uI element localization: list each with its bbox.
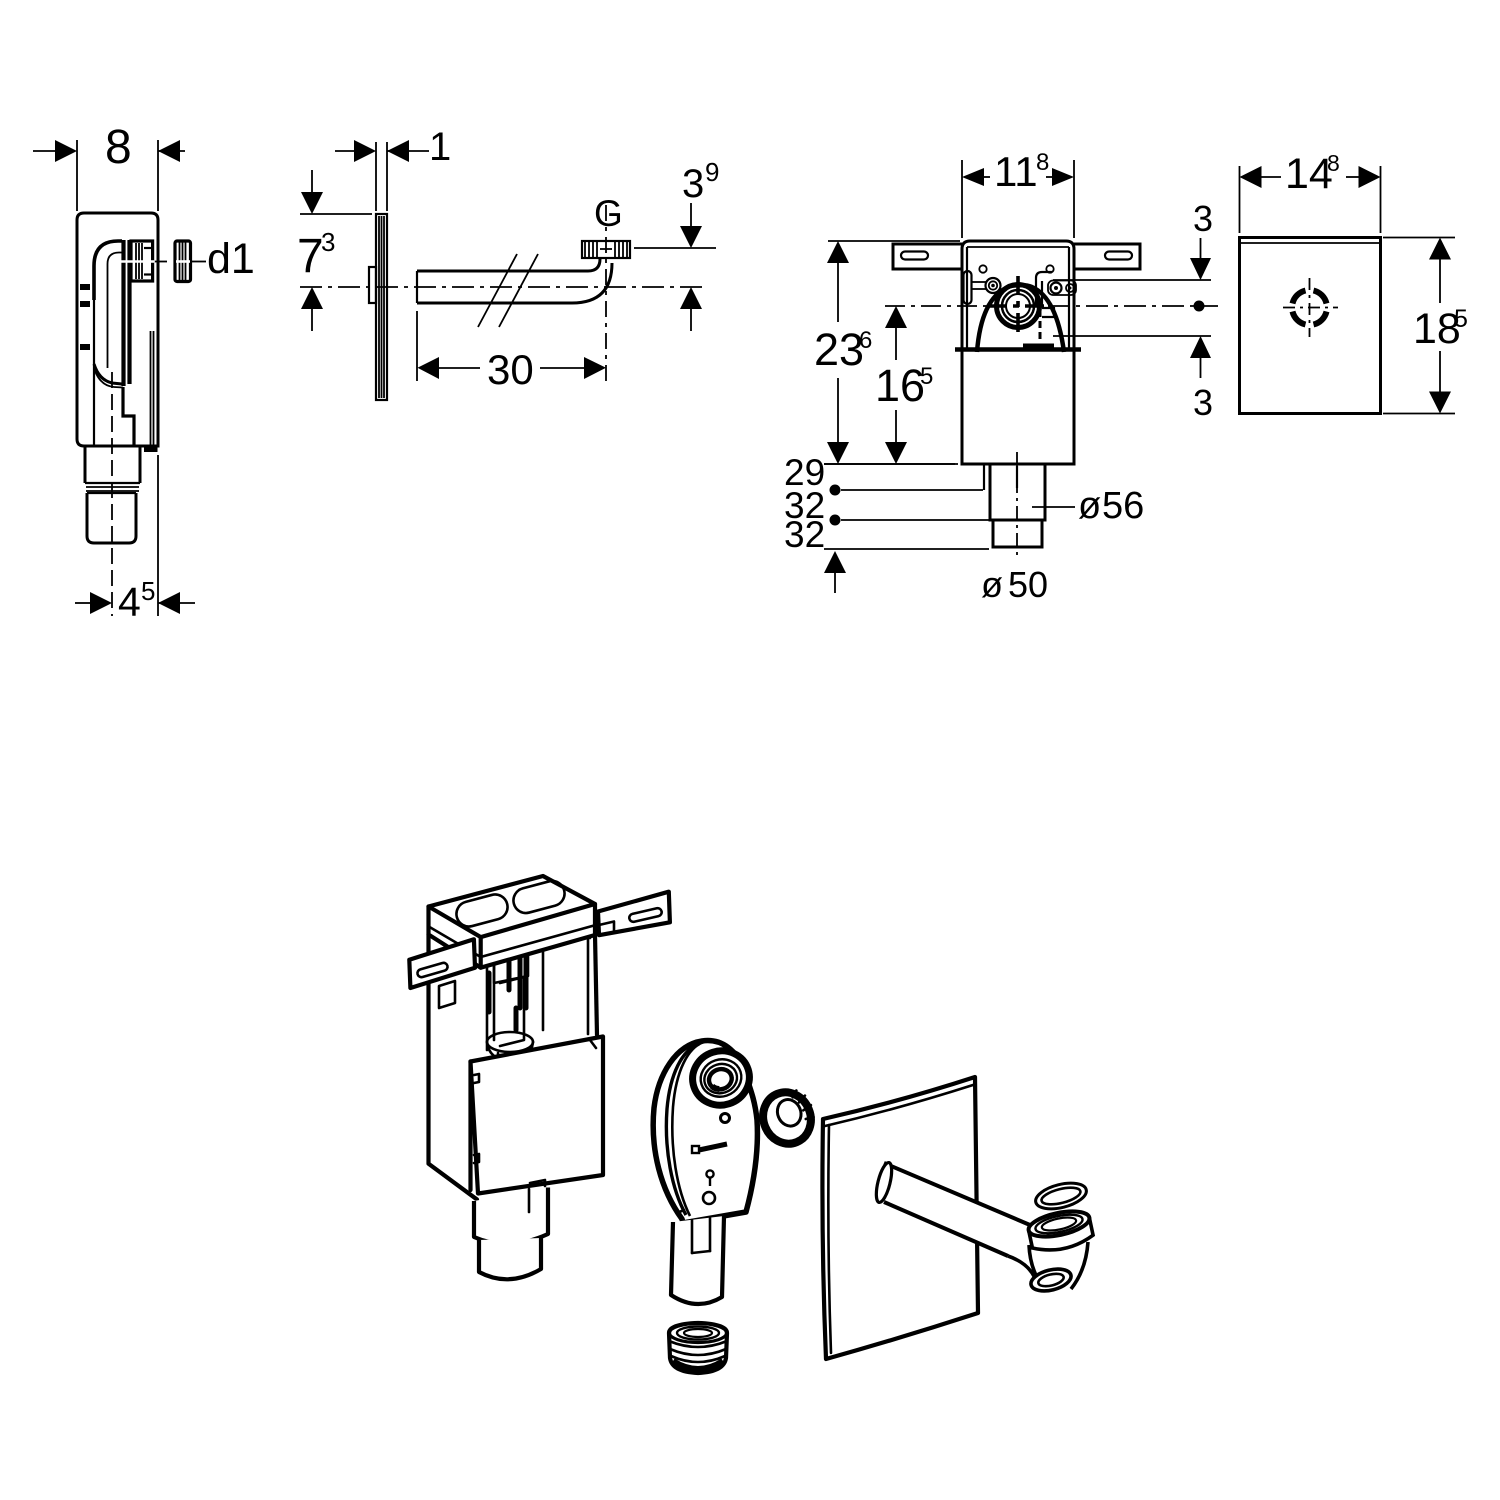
svg-text:50: 50 [1008, 564, 1048, 605]
svg-text:4: 4 [118, 579, 141, 625]
svg-text:6: 6 [859, 327, 872, 354]
svg-text:3: 3 [321, 227, 335, 257]
svg-text:3: 3 [682, 162, 704, 206]
svg-text:ø: ø [981, 564, 1003, 605]
svg-text:56: 56 [1102, 485, 1144, 527]
svg-text:32: 32 [784, 514, 825, 555]
svg-text:5: 5 [1454, 305, 1468, 333]
svg-text:3: 3 [1193, 382, 1213, 423]
svg-text:23: 23 [814, 324, 864, 375]
svg-text:7: 7 [297, 230, 324, 283]
svg-text:1: 1 [429, 125, 451, 169]
svg-text:5: 5 [920, 363, 933, 390]
svg-text:G: G [594, 193, 623, 234]
svg-text:9: 9 [705, 157, 719, 187]
svg-text:ø: ø [1078, 485, 1101, 527]
svg-text:32: 32 [784, 485, 825, 526]
svg-text:11: 11 [994, 148, 1038, 195]
svg-text:16: 16 [875, 360, 925, 411]
svg-text:29: 29 [784, 452, 825, 493]
svg-text:30: 30 [487, 346, 534, 393]
svg-text:3: 3 [1193, 198, 1213, 239]
svg-text:8: 8 [105, 121, 132, 174]
svg-text:8: 8 [1327, 150, 1340, 176]
svg-text:5: 5 [141, 576, 155, 606]
svg-text:18: 18 [1413, 305, 1461, 353]
svg-text:8: 8 [1036, 149, 1049, 176]
svg-text:d1: d1 [207, 235, 255, 283]
svg-text:14: 14 [1285, 150, 1333, 198]
